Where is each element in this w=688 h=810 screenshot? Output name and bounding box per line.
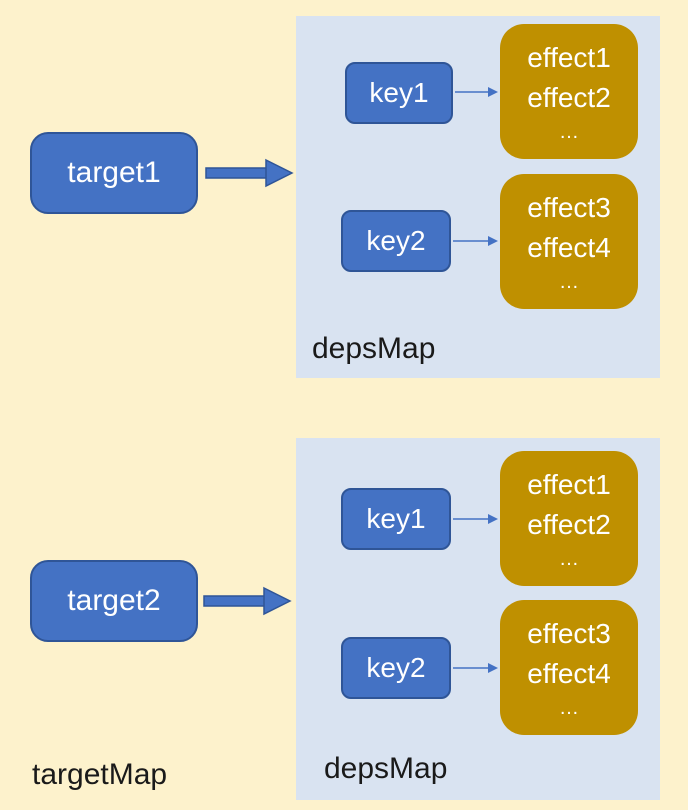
thin-arrow-2-2: [453, 663, 498, 673]
thin-arrow-1-2: [453, 236, 498, 246]
target-label: target1: [67, 156, 161, 189]
thin-arrow-1-1: [455, 87, 498, 97]
effect-ellipsis: …: [559, 120, 579, 143]
target-label: target2: [67, 584, 161, 617]
effect-ellipsis: …: [559, 696, 579, 719]
depsmap-label-1: depsMap: [312, 332, 436, 365]
effects-box-2-1: effect1 effect2 …: [500, 451, 638, 586]
key-label: key2: [366, 652, 426, 683]
effect-item: effect4: [527, 657, 611, 689]
big-arrow-1: [205, 158, 294, 188]
effect-item: effect2: [527, 508, 611, 540]
effect-item: effect4: [527, 231, 611, 263]
effect-item: effect3: [527, 191, 611, 223]
big-arrow-2: [203, 586, 292, 616]
thin-arrow-2-1: [453, 514, 498, 524]
key-label: key1: [369, 77, 429, 108]
effect-item: effect1: [527, 41, 611, 73]
effects-box-1-1: effect1 effect2 …: [500, 24, 638, 159]
effects-box-1-2: effect3 effect4 …: [500, 174, 638, 309]
depsmap-label-2: depsMap: [324, 752, 448, 785]
effect-item: effect3: [527, 617, 611, 649]
key-node-1-2: key2: [341, 210, 451, 272]
effect-item: effect2: [527, 81, 611, 113]
target-node-1: target1: [30, 132, 198, 214]
key-node-1-1: key1: [345, 62, 453, 124]
key-node-2-1: key1: [341, 488, 451, 550]
effects-box-2-2: effect3 effect4 …: [500, 600, 638, 735]
targetmap-label: targetMap: [32, 758, 168, 791]
effect-ellipsis: …: [559, 547, 579, 570]
key-node-2-2: key2: [341, 637, 451, 699]
effect-ellipsis: …: [559, 270, 579, 293]
effect-item: effect1: [527, 468, 611, 500]
key-label: key1: [366, 503, 426, 534]
target-node-2: target2: [30, 560, 198, 642]
key-label: key2: [366, 225, 426, 256]
